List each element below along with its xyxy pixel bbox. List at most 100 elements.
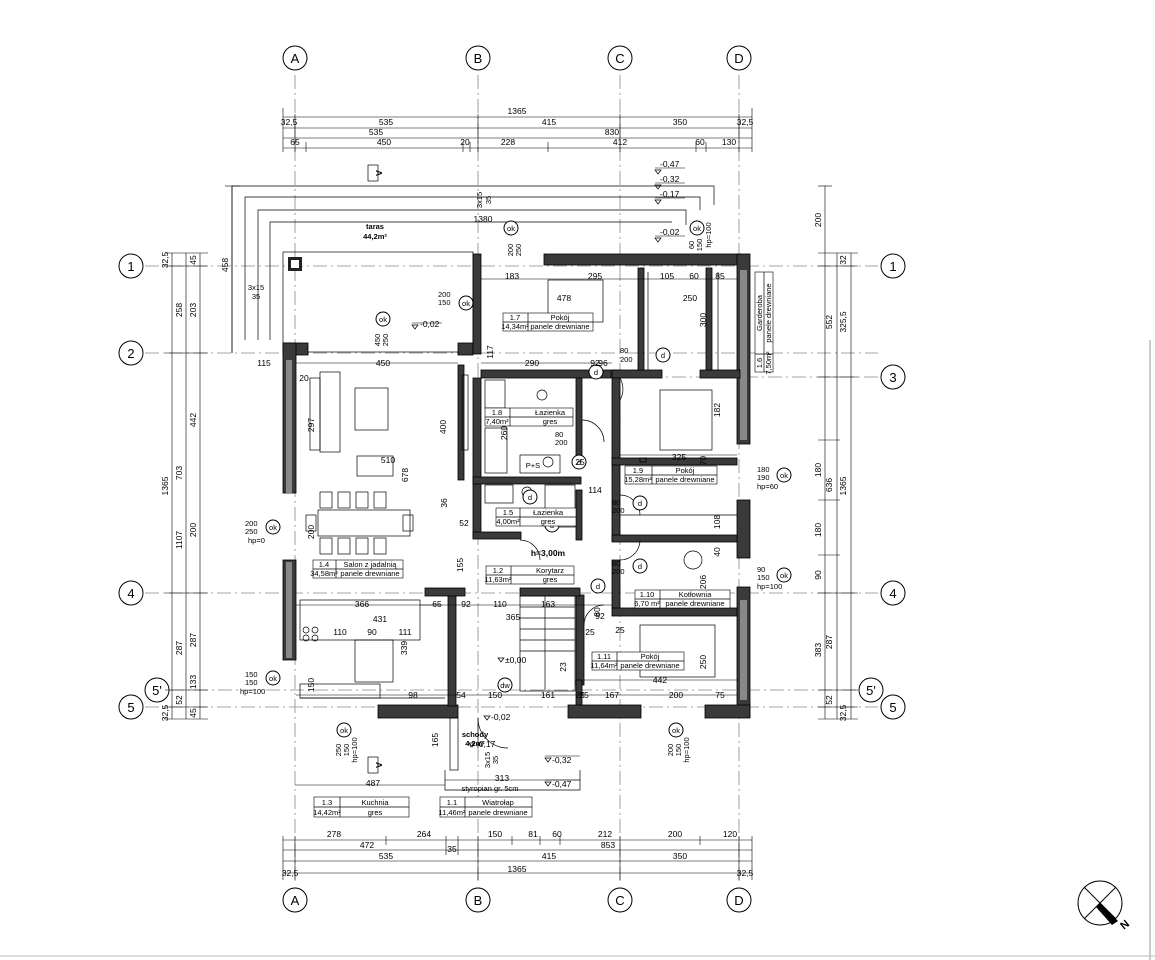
svg-text:383: 383 [813, 643, 823, 657]
entry-stairs-annotations: schody 4,2m² styropian gr. 5cm 3x15 35 A [367, 730, 519, 793]
axis-bubble-bottom-c: C [607, 887, 633, 913]
svg-text:487: 487 [366, 778, 380, 788]
svg-text:161: 161 [541, 690, 555, 700]
door-tag: dw [497, 677, 513, 693]
svg-text:60: 60 [695, 137, 705, 147]
svg-text:gres: gres [543, 575, 558, 584]
level-mark: -0,02 [411, 319, 442, 330]
svg-text:535: 535 [379, 117, 393, 127]
window-tag: ok 60 150 hp=100 [687, 220, 713, 252]
svg-text:250: 250 [514, 244, 523, 257]
axis-bubble-bottom-a: A [282, 887, 308, 913]
svg-text:260: 260 [499, 426, 509, 440]
svg-text:325: 325 [672, 452, 686, 462]
svg-text:703: 703 [174, 466, 184, 480]
svg-text:-0,17: -0,17 [476, 739, 496, 749]
axis-bubble-bottom-b: B [465, 887, 491, 913]
svg-text:panele drewniane: panele drewniane [655, 475, 714, 484]
svg-text:hp=100: hp=100 [682, 737, 691, 762]
svg-text:85: 85 [715, 271, 725, 281]
level-mark: -0,47 [654, 159, 685, 175]
svg-text:200: 200 [438, 290, 451, 299]
svg-text:75: 75 [715, 690, 725, 700]
svg-text:200: 200 [245, 519, 258, 528]
window-tag: ok 250 150 hp=100 [334, 722, 359, 763]
svg-text:678: 678 [400, 468, 410, 482]
svg-text:52: 52 [824, 695, 834, 705]
svg-text:-0,32: -0,32 [660, 174, 680, 184]
svg-text:180: 180 [757, 465, 770, 474]
svg-text:180: 180 [813, 523, 823, 537]
svg-text:taras: taras [366, 222, 384, 231]
svg-text:150: 150 [674, 744, 683, 757]
svg-text:450: 450 [377, 137, 391, 147]
svg-text:Pokój: Pokój [641, 652, 660, 661]
svg-text:ok: ok [269, 674, 277, 683]
svg-text:hp=0: hp=0 [248, 536, 265, 545]
svg-text:350: 350 [673, 851, 687, 861]
right-dimensions: 1365 552 636 383 200 32 325,5 180 180 90… [813, 185, 858, 721]
svg-text:442: 442 [188, 413, 198, 427]
svg-text:110: 110 [493, 599, 507, 609]
svg-text:278: 278 [327, 829, 341, 839]
furniture [299, 272, 737, 791]
svg-text:163: 163 [541, 599, 555, 609]
svg-text:92: 92 [590, 358, 600, 368]
svg-text:203: 203 [188, 303, 198, 317]
terrace: taras 44,2m² 1380 3x15 35 3x15 35 A [231, 164, 715, 353]
svg-text:40: 40 [712, 547, 722, 557]
level-mark: -0,32 [544, 755, 580, 765]
svg-text:111: 111 [399, 627, 412, 637]
svg-text:B: B [474, 893, 483, 908]
svg-text:183: 183 [505, 271, 519, 281]
svg-text:ok: ok [672, 726, 680, 735]
svg-text:20: 20 [460, 137, 470, 147]
svg-text:25: 25 [579, 690, 589, 700]
svg-text:11,64m²: 11,64m² [591, 661, 618, 670]
svg-text:Kuchnia: Kuchnia [361, 798, 389, 807]
svg-text:1365: 1365 [508, 106, 527, 116]
svg-text:36: 36 [439, 498, 449, 508]
svg-text:2: 2 [127, 346, 134, 361]
svg-text:25: 25 [615, 625, 625, 635]
svg-text:4: 4 [127, 586, 134, 601]
svg-text:A: A [291, 893, 300, 908]
svg-text:200: 200 [612, 506, 625, 515]
interior-dimensions: 183 295 105 60 85 478 250 300 117 290 92… [257, 271, 737, 788]
svg-text:415: 415 [542, 117, 556, 127]
svg-text:A: A [374, 170, 384, 176]
svg-text:92: 92 [595, 611, 605, 621]
svg-text:25: 25 [575, 457, 585, 467]
svg-text:1: 1 [889, 259, 896, 274]
svg-text:dw: dw [500, 681, 510, 690]
svg-text:65: 65 [432, 599, 442, 609]
svg-text:35: 35 [484, 196, 493, 204]
svg-text:250: 250 [381, 334, 390, 347]
svg-text:6,70 m²: 6,70 m² [634, 599, 660, 608]
svg-text:32,5: 32,5 [160, 251, 170, 268]
axis-bubble-left-2: 2 [118, 340, 144, 366]
svg-text:80: 80 [612, 498, 620, 507]
axis-bubble-bottom-d: D [726, 887, 752, 913]
svg-text:34,58m²: 34,58m² [310, 569, 338, 578]
svg-text:60: 60 [689, 271, 699, 281]
svg-text:52: 52 [174, 695, 184, 705]
svg-text:Kotłownia: Kotłownia [679, 590, 712, 599]
svg-text:32,5: 32,5 [737, 868, 754, 878]
svg-text:1365: 1365 [160, 476, 170, 495]
svg-text:830: 830 [605, 127, 619, 137]
svg-text:3x15: 3x15 [248, 283, 264, 292]
svg-text:150: 150 [695, 239, 704, 252]
svg-text:264: 264 [417, 829, 431, 839]
door-tag: d [588, 364, 604, 380]
axis-bubble-right-5p: 5' [858, 677, 884, 703]
svg-text:Salon z jadalnią: Salon z jadalnią [344, 560, 398, 569]
window-tag: ok 450 250 [373, 311, 391, 347]
svg-text:32,5: 32,5 [281, 117, 298, 127]
svg-text:45: 45 [188, 255, 198, 265]
